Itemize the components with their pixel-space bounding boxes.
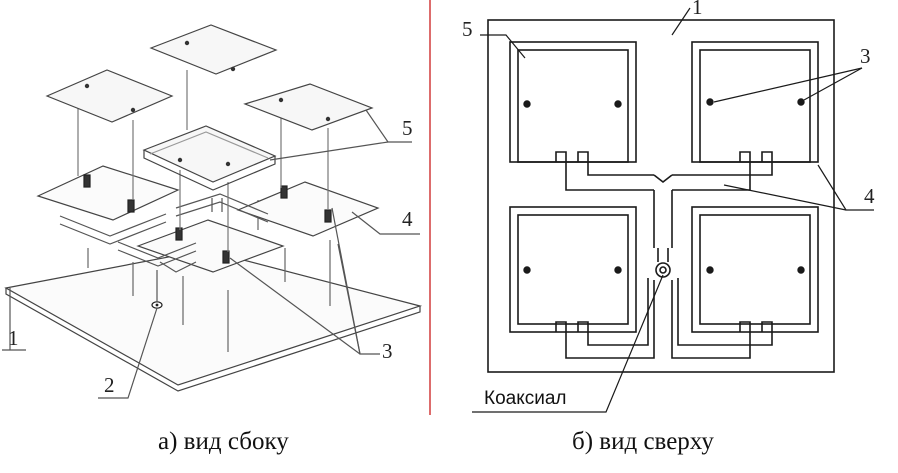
patch-top-right-inner [699, 49, 811, 163]
top-label-3: 3 [860, 44, 871, 68]
side-label-2: 2 [104, 373, 115, 397]
top-patch-center-edge [143, 150, 276, 191]
side-label-1: 1 [8, 326, 19, 350]
top-patch-back [149, 24, 278, 75]
feed-network-bottom [555, 248, 773, 359]
top-label-5: 5 [462, 17, 473, 41]
top-patch-holes [84, 40, 331, 167]
top-leaders [472, 7, 874, 413]
coax-label: Коаксиал [484, 388, 567, 409]
patch-bottom-right-outer [691, 206, 819, 333]
top-patch-center-inner [149, 131, 269, 159]
feed-network [59, 193, 269, 273]
shorting-pins [523, 98, 805, 274]
lower-patch-right [236, 181, 380, 237]
top-patch-center [142, 125, 277, 183]
top-patch-right [243, 83, 374, 131]
caption-side-view: а) вид сбоку [158, 428, 289, 455]
caption-top-view: б) вид сверху [572, 428, 714, 455]
lower-patch-left [36, 165, 180, 221]
patch-top-left-inner [517, 49, 629, 163]
patch-bottom-left-inner [517, 214, 629, 325]
top-patch-left [45, 69, 174, 123]
side-label-4: 4 [402, 207, 413, 231]
lower-patch-front [136, 219, 285, 273]
side-label-5: 5 [402, 116, 413, 140]
top-view-drawing: 1 5 3 4 Коаксиал [462, 0, 875, 413]
side-leaders [2, 109, 420, 399]
feed-network-top [555, 151, 773, 248]
top-wires [77, 70, 329, 252]
side-view-drawing: 1 2 3 4 5 [2, 24, 423, 399]
substrate-outline [487, 19, 835, 373]
patch-bottom-right-inner [699, 214, 811, 325]
side-label-3: 3 [382, 339, 393, 363]
top-label-4: 4 [864, 184, 875, 208]
patch-bottom-left-outer [509, 206, 637, 333]
top-label-1: 1 [692, 0, 703, 19]
ground-plane-edge [5, 288, 421, 392]
feed-pins [83, 174, 332, 264]
